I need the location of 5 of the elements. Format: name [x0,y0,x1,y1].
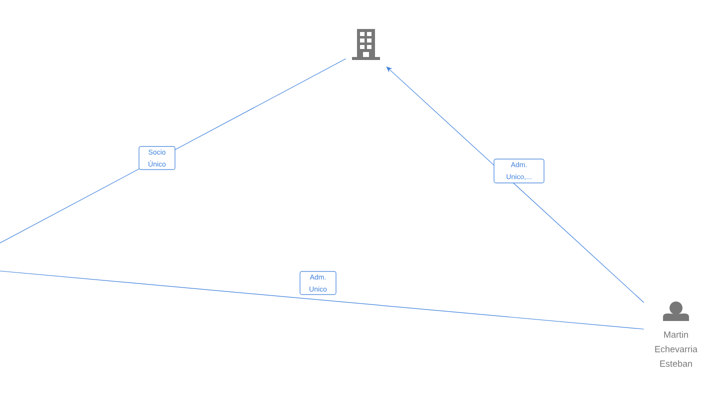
connector-line [0,58,346,244]
person-node: Martin Echevarria Esteban [655,302,698,367]
connector-line [0,270,644,330]
node-label: Martin Echevarria Esteban [655,331,698,367]
building-icon [352,29,380,60]
